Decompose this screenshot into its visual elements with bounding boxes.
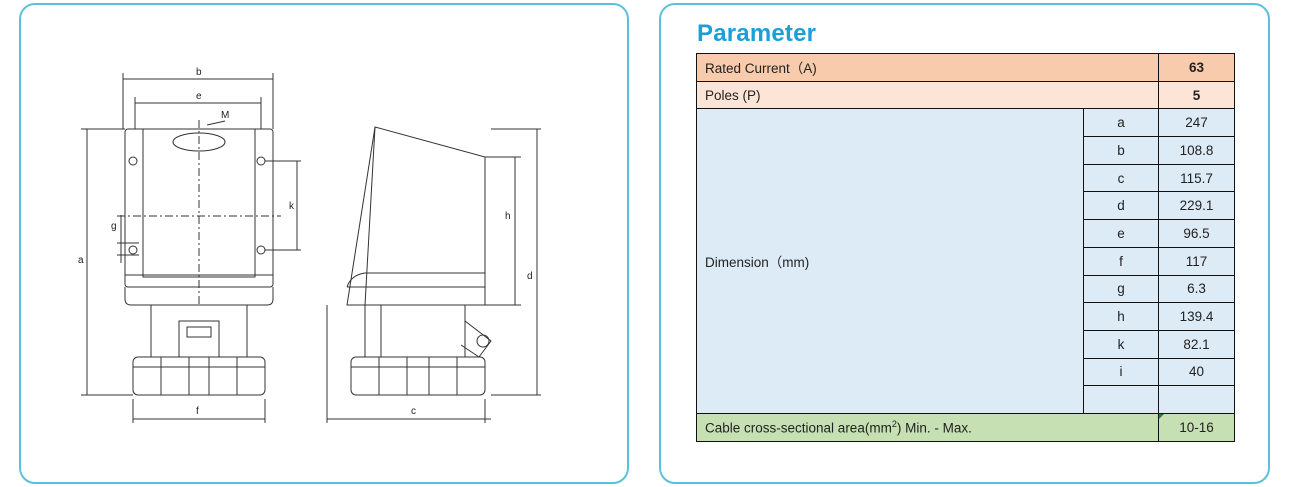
parameter-panel: Parameter Rated Current（A) 63 Poles (P) … xyxy=(659,3,1270,484)
technical-drawing: b e M a g k f h d c xyxy=(78,67,541,423)
dim-value-c: 115.7 xyxy=(1158,163,1235,193)
parameter-title: Parameter xyxy=(697,20,817,47)
cable-label-prefix: Cable cross-sectional area(mm xyxy=(705,420,892,436)
dim-key-k: k xyxy=(1083,329,1159,359)
cable-value-cell: 10-16 xyxy=(1158,412,1235,442)
dim-key-e: e xyxy=(1083,219,1159,248)
cable-label-suffix: ) Min. - Max. xyxy=(896,420,972,436)
corner-mark-icon xyxy=(1159,413,1164,419)
cable-label: Cable cross-sectional area(mm2) Min. - M… xyxy=(696,412,1159,442)
dimension-row: Dimension（mm) a 247 xyxy=(696,108,1235,414)
label-f: f xyxy=(196,406,199,417)
dim-value-g: 6.3 xyxy=(1158,274,1235,304)
dim-key-c: c xyxy=(1083,163,1159,193)
dim-key-g: g xyxy=(1083,274,1159,304)
dimension-row: d 229.1 xyxy=(697,191,1235,221)
rated-current-label: Rated Current（A) xyxy=(696,53,1159,82)
dim-key-empty xyxy=(1083,385,1159,414)
dim-key-i: i xyxy=(1083,357,1159,387)
cable-label-sup: 2 xyxy=(891,419,897,430)
dim-value-i: 40 xyxy=(1158,357,1235,387)
dimension-row: e 96.5 xyxy=(697,219,1235,248)
label-b: b xyxy=(196,67,202,78)
cable-value: 10-16 xyxy=(1179,419,1214,435)
label-a: a xyxy=(78,255,84,266)
dim-value-d: 229.1 xyxy=(1158,191,1235,221)
label-e: e xyxy=(196,91,202,102)
dim-value-f: 117 xyxy=(1158,246,1235,276)
poles-value: 5 xyxy=(1158,80,1235,110)
dimension-row: g 6.3 xyxy=(697,274,1235,304)
dim-key-f: f xyxy=(1083,246,1159,276)
poles-label: Poles (P) xyxy=(696,80,1159,110)
dim-value-empty xyxy=(1158,385,1235,414)
dimension-row: h 139.4 xyxy=(697,302,1235,331)
dim-key-a: a xyxy=(1083,108,1159,138)
drawing-panel: b e M a g k f h d c xyxy=(19,3,629,484)
rated-current-row: Rated Current（A) 63 xyxy=(696,53,1235,82)
dimension-label: Dimension（mm) xyxy=(696,108,1084,414)
dim-value-b: 108.8 xyxy=(1158,136,1235,165)
dimension-row: k 82.1 xyxy=(697,329,1235,359)
rated-current-value: 63 xyxy=(1158,53,1235,82)
dimension-row-empty xyxy=(697,385,1235,414)
dimension-row: b 108.8 xyxy=(697,136,1235,165)
dim-value-a: 247 xyxy=(1158,108,1235,138)
dim-key-d: d xyxy=(1083,191,1159,221)
label-d: d xyxy=(527,271,533,282)
label-h: h xyxy=(505,211,511,222)
cable-row: Cable cross-sectional area(mm2) Min. - M… xyxy=(696,412,1235,442)
label-c: c xyxy=(411,406,416,417)
dim-value-k: 82.1 xyxy=(1158,329,1235,359)
poles-row: Poles (P) 5 xyxy=(696,80,1235,110)
dim-key-b: b xyxy=(1083,136,1159,165)
label-g: g xyxy=(111,221,117,232)
dim-value-h: 139.4 xyxy=(1158,302,1235,331)
dimension-row: c 115.7 xyxy=(697,163,1235,193)
parameter-table: Rated Current（A) 63 Poles (P) 5 Dimensio… xyxy=(696,53,1235,442)
label-k: k xyxy=(289,201,295,212)
dim-key-h: h xyxy=(1083,302,1159,331)
dim-value-e: 96.5 xyxy=(1158,219,1235,248)
label-m: M xyxy=(221,110,229,121)
